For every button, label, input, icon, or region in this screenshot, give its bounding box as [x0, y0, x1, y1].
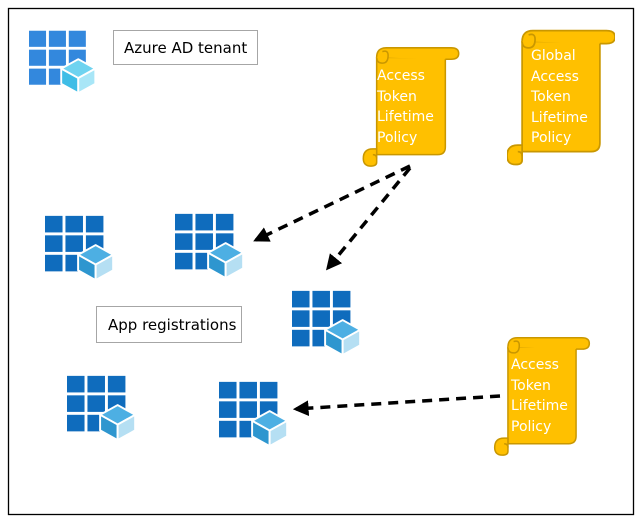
policy-line: Lifetime — [531, 109, 588, 126]
policy-line: Access — [511, 357, 559, 373]
policy-line: Global — [531, 48, 576, 64]
app-registrations-label-text: App registrations — [108, 316, 237, 334]
app-registration-icon-5 — [219, 380, 289, 448]
tenant-label: Azure AD tenant — [113, 30, 258, 65]
app-registration-icon-4 — [67, 374, 137, 442]
app-registration-icon-1 — [45, 214, 115, 282]
policy-line: Access — [377, 68, 425, 84]
policy-text-1: Access Token Lifetime Policy — [377, 66, 434, 148]
policy-line: Lifetime — [377, 109, 434, 125]
policy-arrow-2 — [326, 166, 412, 271]
app-registration-icon-2 — [175, 212, 245, 280]
policy-line: Token — [511, 377, 551, 394]
policy-line: Policy — [511, 418, 552, 435]
app-registrations-label: App registrations — [96, 306, 242, 343]
diagram-frame — [7, 7, 635, 516]
policy-text-3: Access Token Lifetime Policy — [511, 355, 568, 437]
app-registration-icon-3 — [292, 289, 362, 357]
policy-arrow-1 — [253, 164, 411, 242]
tenant-label-text: Azure AD tenant — [124, 39, 248, 57]
policy-text-global: Global Access Token Lifetime Policy — [531, 46, 588, 149]
azure-ad-tenant-icon — [29, 29, 97, 95]
policy-line: Policy — [531, 130, 572, 146]
policy-line: Lifetime — [511, 398, 568, 414]
policy-line: Policy — [377, 129, 418, 146]
policy-line: Token — [531, 89, 571, 105]
policy-line: Access — [531, 68, 579, 85]
policy-line: Token — [377, 88, 417, 105]
policy-arrow-3 — [292, 394, 501, 417]
